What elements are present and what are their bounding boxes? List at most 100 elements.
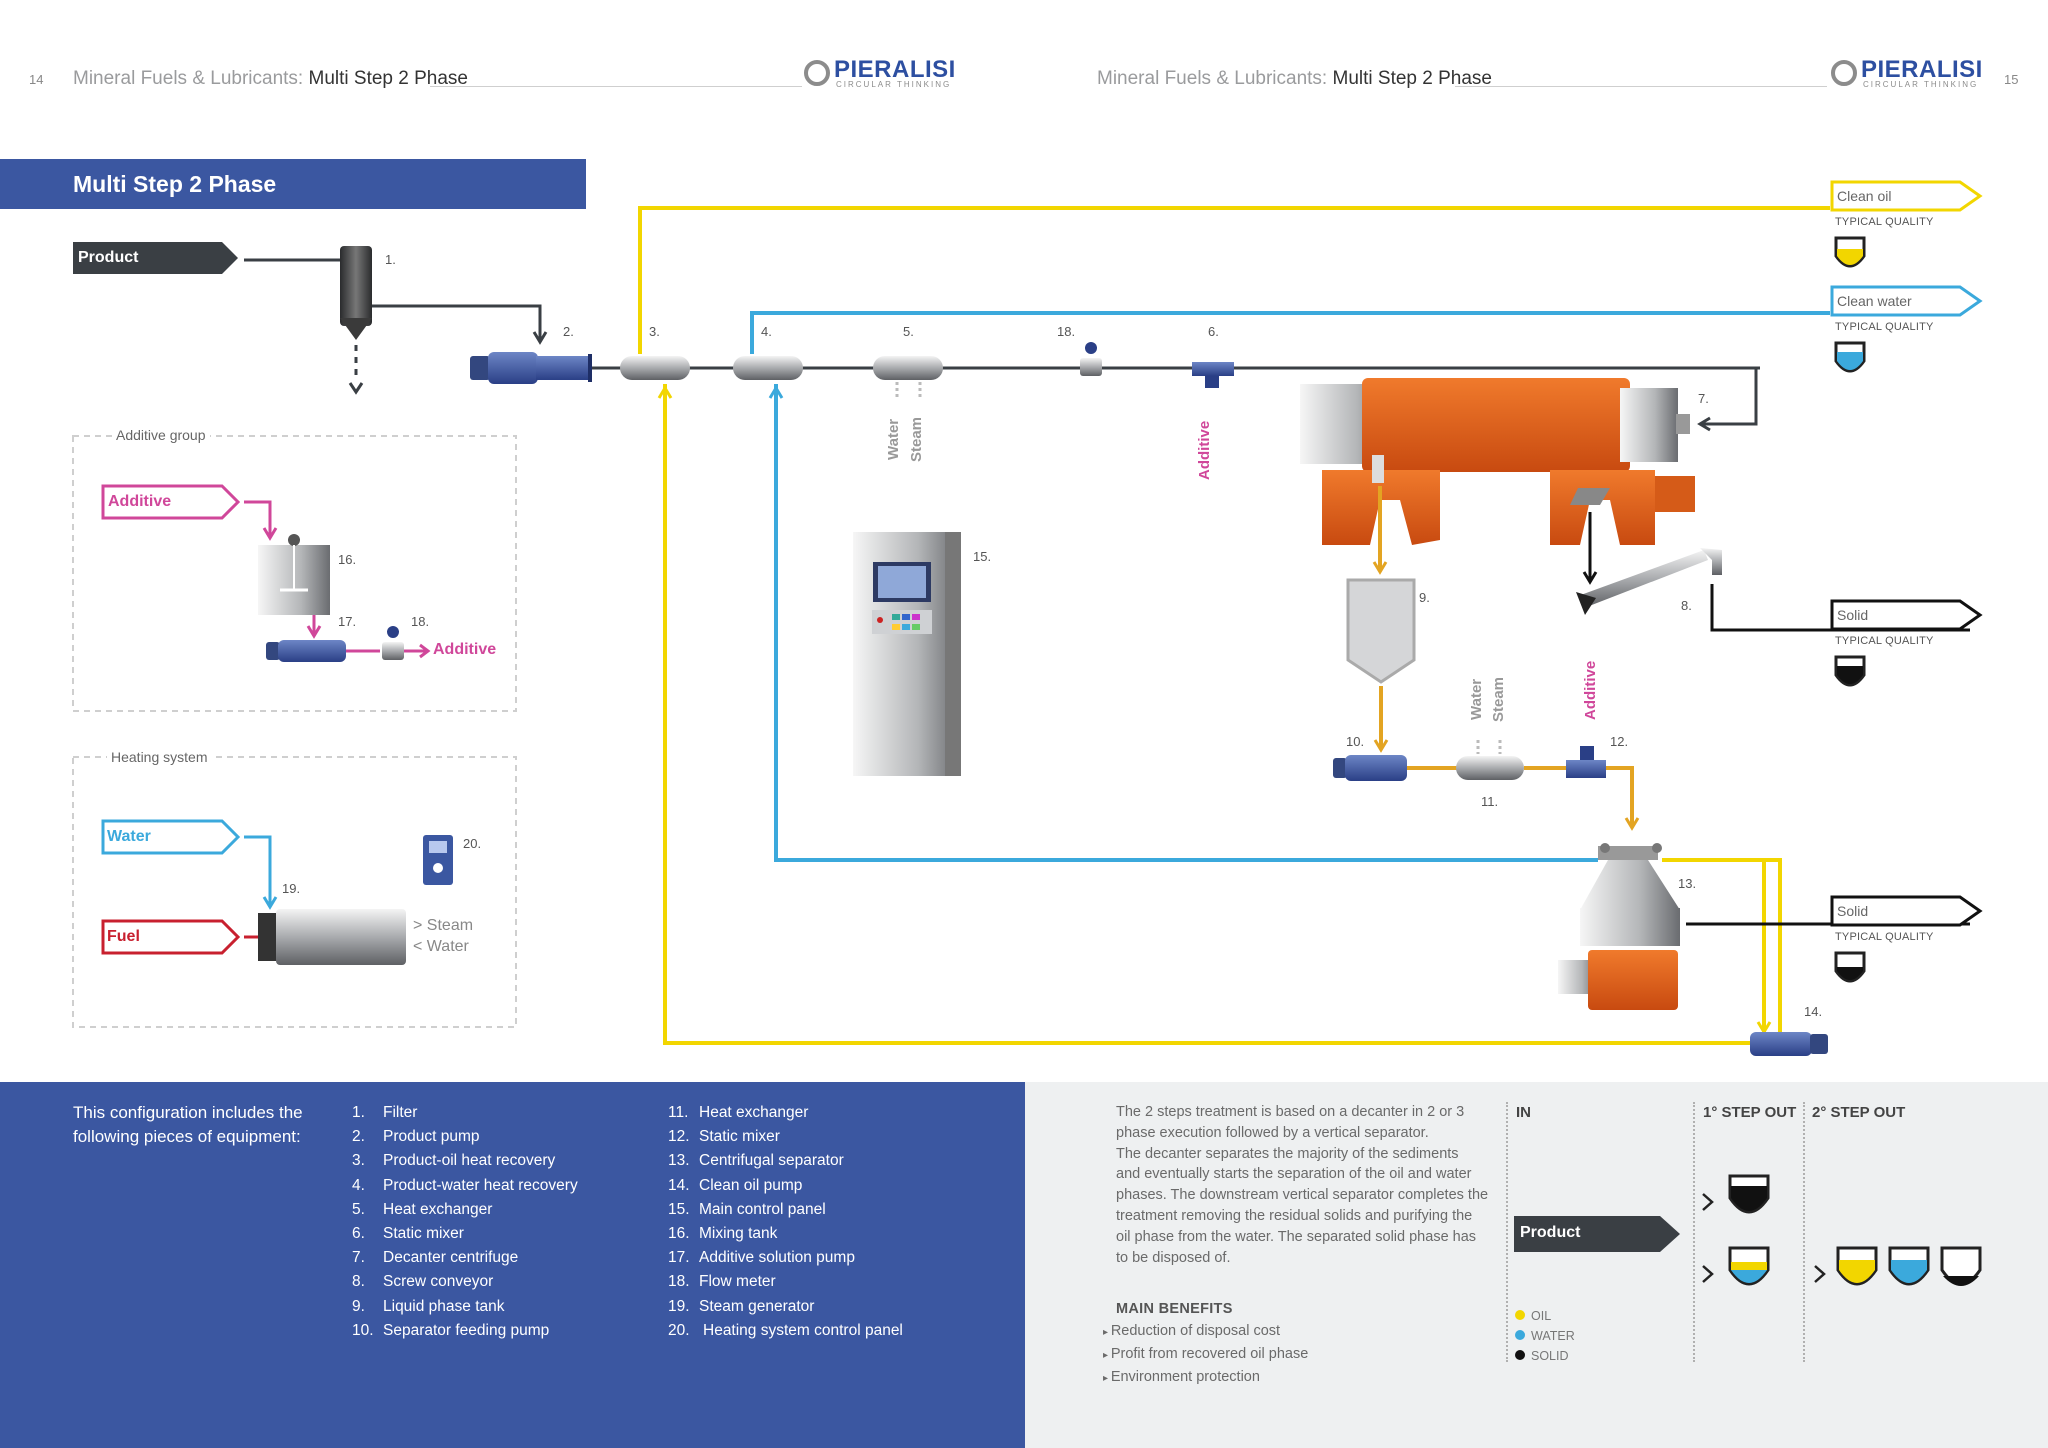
additive-input-arrow [101, 484, 241, 520]
summary-product-label: Product [1520, 1224, 1581, 1241]
list-item: 13.Centrifugal separator [668, 1152, 844, 1170]
brand-ring-icon [804, 60, 830, 86]
header-rule [1455, 86, 1827, 87]
list-item: 20.Heating system control panel [668, 1321, 903, 1339]
process-description: The 2 steps treatment is based on a deca… [1116, 1104, 1489, 1266]
summary-legend: OIL WATER SOLID [1515, 1306, 1575, 1366]
header-right: Mineral Fuels & Lubricants: Multi Step 2… [1097, 68, 1492, 90]
flow-meter-18-additive [382, 626, 404, 660]
num-7: 7. [1698, 391, 1709, 406]
num-4: 4. [761, 324, 772, 339]
brand-tagline: CIRCULAR THINKING [836, 80, 952, 89]
num-3: 3. [649, 324, 660, 339]
section-title: Multi Step 2 Phase [0, 159, 586, 209]
flow-meter-18 [1080, 342, 1102, 376]
num-10: 10. [1346, 734, 1365, 749]
product-input-label: Product [78, 249, 139, 266]
output-label-clean-water: Clean water [1837, 293, 1912, 309]
list-item: 3.Product-oil heat recovery [352, 1152, 556, 1170]
heating-system-title: Heating system [107, 749, 212, 765]
output-clean-oil-arrow [1830, 180, 1983, 212]
num-17: 17. [338, 614, 357, 629]
list-item: 14.Clean oil pump [668, 1176, 803, 1194]
list-item: 2.Product pump [352, 1128, 480, 1146]
num-8: 8. [1681, 598, 1692, 613]
num-18: 18. [1057, 324, 1076, 339]
summary-divider [1506, 1102, 1510, 1362]
num-6: 6. [1208, 324, 1219, 339]
list-item: 17.Additive solution pump [668, 1249, 855, 1267]
header-left: Mineral Fuels & Lubricants: Multi Step 2… [73, 68, 468, 90]
output-solid-arrow-2 [1830, 895, 1983, 927]
header-title: Multi Step 2 Phase [308, 68, 468, 89]
list-item: 15.Main control panel [668, 1200, 826, 1218]
equipment-panel [0, 1082, 1025, 1448]
static-mixer-6 [1192, 362, 1234, 388]
summary-step2-header: 2° STEP OUT [1812, 1104, 1906, 1121]
equipment-intro: This configuration includes the followin… [73, 1103, 303, 1146]
num-1: 1. [385, 252, 396, 267]
summary-cup-1 [1728, 1174, 1770, 1214]
additive-vertical-label: Additive [1196, 420, 1213, 480]
summary-cup-oil [1836, 1246, 1878, 1286]
separator-feeding-pump-10 [1333, 755, 1407, 781]
centrifugal-separator-13 [1558, 843, 1680, 1010]
heat-exchanger-5 [873, 356, 943, 398]
list-item: 6.Static mixer [352, 1225, 464, 1243]
water-output-text: Water [426, 938, 469, 955]
summary-in-header: IN [1516, 1104, 1531, 1121]
output-label-solid-2: Solid [1837, 903, 1869, 919]
quality-cup-oil [1834, 236, 1866, 268]
legend-item-solid: SOLID [1515, 1346, 1575, 1366]
num-11: 11. [1481, 794, 1499, 809]
num-20: 20. [463, 836, 482, 851]
output-quality-clean-water: TYPICAL QUALITY [1835, 321, 1934, 333]
list-item: ▸ Profit from recovered oil phase [1103, 1345, 1309, 1362]
steam-output-label: > Steam [413, 917, 474, 934]
clean-oil-pump-14 [1750, 1032, 1828, 1056]
product-pump-2 [470, 352, 592, 384]
num-5: 5. [903, 324, 914, 339]
heat-exchanger-11 [1456, 740, 1524, 780]
steam-generator-19 [258, 909, 406, 965]
list-item: 7.Decanter centrifuge [352, 1249, 519, 1267]
summary-graphic [1514, 1174, 1982, 1286]
header-prefix: Mineral Fuels & Lubricants: [1097, 68, 1328, 89]
num-15: 15. [973, 549, 992, 564]
summary-cup-solid [1940, 1246, 1982, 1286]
num-12: 12. [1610, 734, 1629, 749]
quality-cup-solid-2 [1834, 951, 1866, 983]
list-item: 18.Flow meter [668, 1273, 776, 1291]
list-item: 5.Heat exchanger [352, 1200, 493, 1218]
brand-logo: PIERALISI [1861, 56, 1983, 83]
list-item: 1.Filter [352, 1104, 418, 1121]
list-item: 4.Product-water heat recovery [352, 1176, 578, 1194]
summary-cup-2 [1728, 1246, 1770, 1286]
fuel-input-arrow [101, 919, 241, 955]
list-item: 16.Mixing tank [668, 1225, 778, 1243]
list-item: 19.Steam generator [668, 1297, 815, 1315]
legend-item-water: WATER [1515, 1326, 1575, 1346]
water-output-label: < Water [413, 938, 469, 955]
additive-input-label: Additive [108, 493, 172, 510]
brand-ring-icon [1831, 60, 1857, 86]
list-item: ▸ Reduction of disposal cost [1103, 1323, 1281, 1339]
quality-cup-water [1834, 341, 1866, 373]
num-16: 16. [338, 552, 357, 567]
steam-vertical-label: Steam [908, 416, 925, 462]
additive-output-label: Additive [433, 641, 497, 658]
product-input-arrow [73, 242, 238, 274]
additive-vertical-label-2: Additive [1582, 660, 1599, 720]
output-quality-clean-oil: TYPICAL QUALITY [1835, 216, 1934, 228]
benefits-title: MAIN BENEFITS [1116, 1301, 1233, 1317]
list-item: 10.Separator feeding pump [352, 1321, 550, 1339]
steam-output-text: Steam [426, 917, 474, 934]
process-diagram [72, 180, 1983, 1056]
header-title: Multi Step 2 Phase [1332, 68, 1492, 89]
output-clean-water-arrow [1830, 285, 1983, 317]
header-prefix: Mineral Fuels & Lubricants: [73, 68, 304, 89]
num-13: 13. [1678, 876, 1697, 891]
heating-control-panel-20 [423, 835, 453, 885]
list-item: 9.Liquid phase tank [352, 1297, 505, 1315]
heat-recovery-4 [733, 356, 803, 380]
